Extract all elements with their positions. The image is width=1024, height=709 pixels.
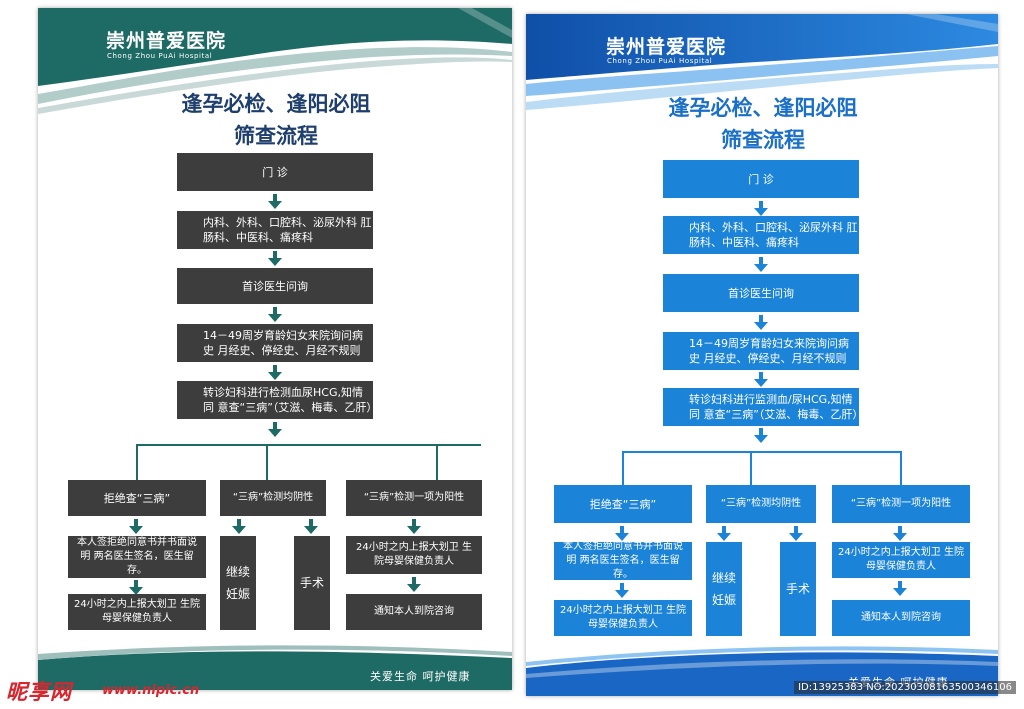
refuse-sign: 本人签拒绝同意书并书面说明 两名医生签名，医生留存。	[68, 536, 206, 578]
branch-negative: “三病”检测均阴性	[220, 480, 326, 516]
title-line-2: 筛查流程	[234, 124, 318, 148]
watermark-url: www.nipic.cn	[102, 683, 200, 698]
poster-title: 逢孕必检、逢阳必阻 筛查流程	[126, 88, 426, 152]
poster-title: 逢孕必检、逢阳必阻 筛查流程	[613, 92, 913, 156]
step-first-doctor: 首诊医生问询	[663, 274, 859, 312]
title-line-1: 逢孕必检、逢阳必阻	[181, 92, 371, 116]
watermark-logo: 昵享网	[6, 680, 72, 704]
notify: 通知本人到院咨询	[346, 594, 482, 630]
footer-slogan: 关爱生命 呵护健康	[370, 670, 471, 683]
step-departments: 内科、外科、口腔科、泌尿外科 肛肠科、中医科、痛疼科	[663, 216, 859, 254]
branch-connector	[750, 451, 752, 485]
watermark-id: ID:13925383 NO:20230308163500346106	[794, 681, 1016, 694]
step-departments: 内科、外科、口腔科、泌尿外科 肛肠科、中医科、痛疼科	[177, 211, 373, 249]
step-first-doctor: 首诊医生问询	[177, 268, 373, 304]
refuse-sign: 本人签拒绝同意书并书面说明 两名医生签名，医生留存。	[554, 541, 692, 580]
poster-right: 崇州普爱医院 Chong Zhou PuAi Hospital 逢孕必检、逢阳必…	[526, 14, 998, 696]
branch-connector	[436, 444, 438, 480]
hospital-name-en: Chong Zhou PuAi Hospital	[607, 57, 713, 65]
step-referral: 转诊妇科进行检测血尿HCG,知情同 意查“三病”（艾滋、梅毒、乙肝）	[177, 381, 377, 419]
surgery: 手术	[780, 542, 816, 636]
left-header-band	[38, 8, 512, 114]
continue-pregnancy: 继续妊娠	[220, 536, 256, 630]
branch-refuse: 拒绝查“三病”	[554, 485, 692, 523]
notify: 通知本人到院咨询	[832, 600, 970, 636]
branch-positive: “三病”检测一项为阳性	[346, 480, 482, 516]
title-line-2: 筛查流程	[721, 128, 805, 152]
branch-connector	[136, 444, 481, 446]
title-line-1: 逢孕必检、逢阳必阻	[668, 96, 858, 120]
branch-connector	[622, 451, 902, 453]
hospital-name: 崇州普爱医院	[106, 30, 227, 52]
continue-pregnancy: 继续妊娠	[706, 542, 742, 636]
left-footer-band	[38, 645, 512, 690]
positive-report: 24小时之内上报大划卫 生院母婴保健负责人	[346, 536, 482, 574]
step-inquiry: 14－49周岁育龄妇女来院询问病史 月经史、停经史、月经不规则	[177, 324, 373, 362]
right-header-band	[526, 14, 998, 110]
branch-refuse: 拒绝查“三病”	[68, 480, 206, 516]
step-referral: 转诊妇科进行监测血/尿HCG,知情同 意查“三病”（艾滋、梅毒、乙肝）	[663, 388, 863, 426]
hospital-name: 崇州普爱医院	[606, 36, 727, 58]
positive-report: 24小时之内上报大划卫 生院母婴保健负责人	[832, 542, 970, 578]
hospital-name-en: Chong Zhou PuAi Hospital	[107, 52, 213, 60]
step-inquiry: 14－49周岁育龄妇女来院询问病史 月经史、停经史、月经不规则	[663, 332, 859, 370]
refuse-report: 24小时之内上报大划卫 生院母婴保健负责人	[554, 600, 692, 636]
branch-connector	[622, 451, 624, 485]
surgery: 手术	[294, 536, 330, 630]
branch-connector	[266, 444, 268, 480]
branch-positive: “三病”检测一项为阳性	[832, 485, 970, 523]
refuse-report: 24小时之内上报大划卫 生院母婴保健负责人	[68, 594, 206, 630]
step-outpatient: 门 诊	[177, 153, 373, 191]
branch-connector	[900, 451, 902, 485]
branch-connector	[136, 444, 138, 480]
poster-left: 崇州普爱医院 Chong Zhou PuAi Hospital 逢孕必检、逢阳必…	[38, 8, 512, 690]
step-outpatient: 门 诊	[663, 160, 859, 198]
branch-negative: “三病”检测均阴性	[706, 485, 816, 523]
